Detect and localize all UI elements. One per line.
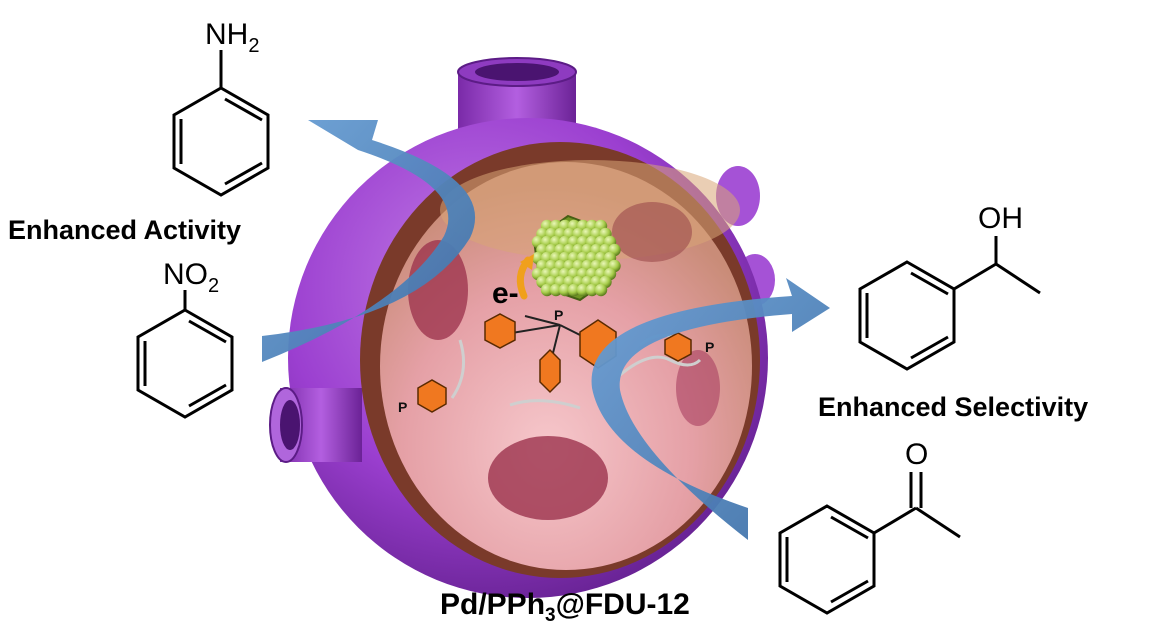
mesopore-sphere bbox=[269, 57, 775, 598]
nitrobenzene-molecule: NO2 bbox=[136, 258, 234, 419]
carbonyl-oxygen: O bbox=[905, 438, 928, 471]
electron-transfer-arrow bbox=[516, 254, 534, 300]
phenyl-ring-4 bbox=[417, 379, 447, 413]
pd-atom bbox=[576, 283, 590, 297]
activity-flow-arrow bbox=[262, 120, 476, 362]
phosphorus-atom-right: P bbox=[705, 339, 714, 355]
pd-atom bbox=[585, 283, 599, 297]
pd-nanoparticle bbox=[531, 214, 621, 302]
nitrobenzene-subscript: 2 bbox=[208, 275, 219, 297]
pd-atom bbox=[549, 283, 563, 297]
phenyl-ring-1 bbox=[484, 313, 516, 349]
phenyl-ring-5 bbox=[664, 332, 692, 362]
aniline-subscript: 2 bbox=[248, 35, 259, 57]
pd-atom bbox=[558, 283, 572, 297]
enhanced-selectivity-label: Enhanced Selectivity bbox=[818, 392, 1088, 422]
hydroxyl-group: OH bbox=[978, 202, 1023, 235]
tether-1 bbox=[450, 339, 466, 399]
left-channel-opening bbox=[280, 400, 300, 450]
aniline-molecule: NH2 bbox=[172, 18, 270, 197]
cavity-hole-bottom bbox=[488, 436, 608, 520]
electron-label: e- bbox=[492, 277, 519, 310]
phenylethanol-molecule: OH bbox=[858, 202, 1041, 371]
enhanced-activity-label: Enhanced Activity bbox=[8, 215, 241, 245]
phosphorus-atom-left: P bbox=[398, 399, 407, 415]
catalyst-label-tail: @FDU-12 bbox=[556, 588, 690, 621]
cavity-hole-right bbox=[676, 350, 720, 426]
pd-atom bbox=[540, 283, 554, 297]
catalyst-label-main: Pd/PPh bbox=[440, 588, 545, 621]
catalyst-label: Pd/PPh3@FDU-12 bbox=[440, 588, 690, 623]
svg-text:NO2: NO2 bbox=[163, 258, 219, 297]
catalyst-label-subscript: 3 bbox=[545, 605, 556, 623]
pd-atom bbox=[567, 283, 581, 297]
pd-atom bbox=[594, 283, 608, 297]
acetophenone-molecule: O bbox=[778, 438, 961, 615]
aniline-group: NH bbox=[205, 18, 248, 51]
pd-atom-cluster bbox=[531, 219, 621, 297]
tether-3 bbox=[619, 355, 702, 377]
selectivity-flow-arrow bbox=[591, 278, 830, 540]
cavity-hole-upper bbox=[612, 202, 692, 262]
phosphorus-atom-center: P bbox=[554, 307, 563, 323]
phenyl-ring-2 bbox=[539, 348, 561, 394]
tether-2 bbox=[509, 399, 581, 410]
nitrobenzene-group: NO bbox=[163, 258, 208, 291]
top-channel-opening bbox=[475, 63, 559, 81]
svg-text:NH2: NH2 bbox=[205, 18, 259, 57]
